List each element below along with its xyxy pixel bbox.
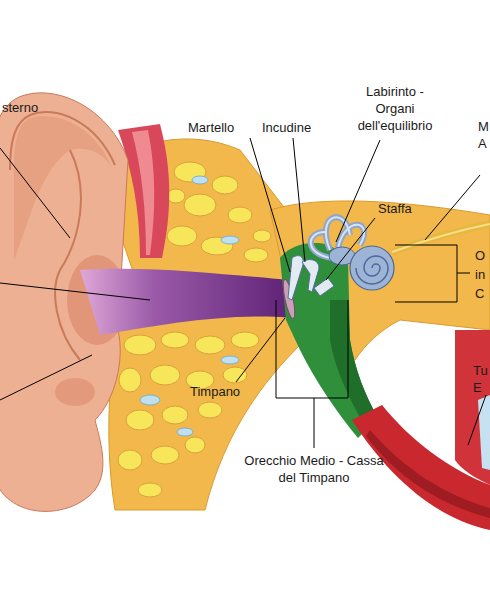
part-label: Tu E [473,362,489,396]
eustachian-tube-shade [366,430,490,518]
bone-cell [231,332,259,348]
bracket [276,300,348,448]
bone-cell [151,446,179,464]
bone-cell [212,176,238,194]
helix-rim [10,112,115,170]
bone-cell [150,365,180,385]
part-label: Martello [188,119,258,136]
leader-line [336,140,380,242]
air-cell [221,236,239,244]
bone-cell [223,367,247,383]
leader-line [326,218,375,280]
bone-cell [167,226,197,246]
cochlea [350,246,394,290]
air-cell [221,356,239,364]
bone-cell [184,194,216,216]
bone-cell [162,406,188,424]
bracket [395,245,470,302]
cochlea-spiral [356,256,388,284]
bone-cell [161,332,189,348]
leader-line [250,138,290,272]
part-label: Staffa [378,200,428,217]
acoustic-nerve-core [392,224,490,252]
antitragus [55,378,95,406]
part-label: Incudine [262,119,328,136]
leader-line [468,395,486,445]
bone-cell [198,402,222,418]
leader-line [293,138,305,262]
tube-lumen [478,395,490,470]
part-label: Orecchio Medio - Cassa del Timpano [234,452,394,486]
malleus [288,256,303,300]
stapes [314,278,334,296]
air-cell [192,176,208,184]
air-cell [177,428,193,436]
part-label: M A [478,118,490,152]
middle-ear-shade [330,300,378,428]
part-label: Timpano [190,383,260,400]
bone-cell [244,248,268,262]
leader-line [236,318,285,382]
bone-cell [119,368,141,392]
bone-cell [253,230,271,242]
acoustic-nerve [392,224,490,252]
leader-line [425,175,480,240]
leader-line [0,283,150,300]
bone-cell [185,437,205,453]
leader-line [0,148,70,238]
air-cell [140,395,160,405]
part-label: Labirinto - Organi dell'equilibrio [345,83,445,134]
leader-lines [0,138,486,445]
bone-cell [126,410,154,430]
part-label: sterno [2,99,62,116]
bone-cell [228,207,252,223]
bone-cell [195,336,225,354]
bone-cell [124,335,156,355]
muscle-highlight [132,130,154,255]
leader-line [0,355,92,400]
bone-cell [118,450,142,470]
pharynx-tissue [455,330,490,485]
ear-canal [80,269,292,335]
bone-cell [167,189,185,203]
temporal-bone [109,312,300,510]
part-label: O in C [475,246,489,303]
bone-cell [138,483,162,497]
